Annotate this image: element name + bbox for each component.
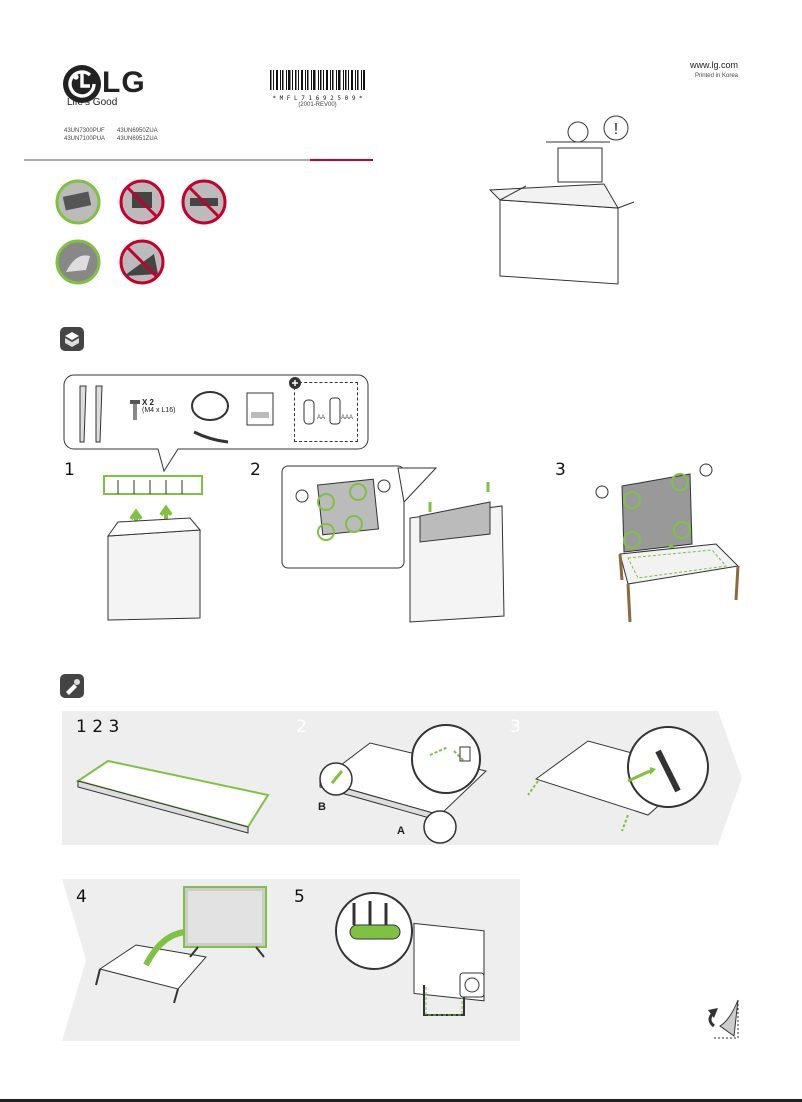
- battery-label-b: AAA: [341, 415, 354, 421]
- model-col-2: 43UN6950ZUA 43UN6951ZUA: [117, 128, 177, 142]
- ok-hold-edge-icon: [55, 239, 101, 285]
- cable-routing-illustration: [335, 892, 485, 1016]
- plus-icon: [289, 377, 301, 389]
- bottom-rule: [0, 1099, 802, 1102]
- final-step-4-number: 4: [76, 887, 87, 907]
- header-rule: [24, 159, 310, 161]
- unbox-step-2-illustration: [280, 462, 520, 624]
- cable-zoom-callout-icon: [335, 892, 413, 970]
- barcode-revision: (2001-REV00): [298, 102, 337, 108]
- accessories-panel: X 2 (M4 x L16) AA AAA: [62, 374, 370, 473]
- remote-icon: [303, 399, 315, 425]
- optional-items: AA AAA: [289, 377, 358, 442]
- screw-icon: [130, 400, 140, 420]
- stand-step-2-number: 2: [296, 717, 307, 737]
- power-cable-icon: [191, 391, 229, 444]
- assembly-section-icon: [60, 674, 84, 698]
- stand-panel-3: 3: [498, 711, 742, 845]
- website: www.lg.com: [689, 60, 738, 70]
- callout-a: A: [397, 825, 405, 837]
- final-panel-4: 4: [62, 879, 310, 1041]
- lg-logo: LG Life's Good: [62, 64, 182, 114]
- model-item: 43UN7300PUF: [64, 128, 105, 134]
- stand-legs-icon: [79, 385, 103, 443]
- handling-warnings: [55, 179, 236, 290]
- model-col-1: 43UN7300PUF 43UN7100PUA: [64, 128, 124, 142]
- box-outline: [488, 183, 635, 285]
- no-press-screen-icon: [119, 239, 165, 285]
- stand-step-header: 1 2 3: [76, 717, 120, 737]
- model-item: 43UN6951ZUA: [117, 136, 158, 142]
- barcode: * M F L 7 1 6 9 2 5 0 9 * (2001-REV00): [270, 70, 365, 108]
- unbox-step-3-number: 3: [555, 460, 566, 480]
- model-item: 43UN7100PUA: [64, 136, 106, 142]
- zoom-callout-icon: [411, 724, 481, 794]
- stand-panel-1: 1 2 3: [62, 711, 310, 845]
- unbox-step-1-number: 1: [64, 460, 75, 480]
- header-rule-accent: [310, 159, 373, 161]
- person-with-screen: [546, 121, 610, 183]
- barcode-text: * M F L 7 1 6 9 2 5 0 9 *: [272, 95, 363, 102]
- svg-text:!: !: [614, 121, 618, 138]
- unbox-step-3-illustration: [588, 460, 744, 624]
- final-panel-5: 5: [280, 879, 520, 1041]
- brand-tagline: Life's Good: [67, 97, 118, 108]
- unbox-step-2-number: 2: [250, 460, 261, 480]
- page-turn-icon: [704, 998, 740, 1040]
- wall-outlet-icon: [459, 972, 485, 998]
- no-flat-carry-icon: [181, 179, 227, 225]
- screw-zoom-callout-icon: [627, 726, 709, 808]
- stand-panel-2: 2 B A: [280, 711, 528, 845]
- model-item: 43UN6950ZUA: [117, 128, 158, 134]
- screw-quantity: X 2: [142, 398, 155, 407]
- box-section-icon: [60, 327, 84, 351]
- stand-step-3-number: 3: [510, 717, 521, 737]
- caution-bubble-icon: !: [603, 115, 629, 141]
- battery-label-a: AA: [317, 415, 326, 421]
- caution-illustration: !: [486, 112, 636, 287]
- tv-facedown-illustration: [75, 759, 270, 834]
- ok-carry-icon: [55, 179, 101, 225]
- remote-icon: [329, 397, 341, 425]
- tv-upright-illustration: [95, 886, 267, 1004]
- brand-name: LG: [102, 66, 146, 99]
- screw-size: (M4 x L16): [142, 407, 176, 414]
- manual-icon: [246, 392, 274, 426]
- callout-b: B: [318, 801, 326, 813]
- barcode-bars: [270, 70, 365, 90]
- lg-face-icon: [63, 65, 101, 103]
- printed-in: Printed in Korea: [694, 73, 738, 79]
- no-lift-icon: [119, 179, 165, 225]
- final-step-5-number: 5: [294, 887, 305, 907]
- unbox-step-1-illustration: [103, 470, 204, 622]
